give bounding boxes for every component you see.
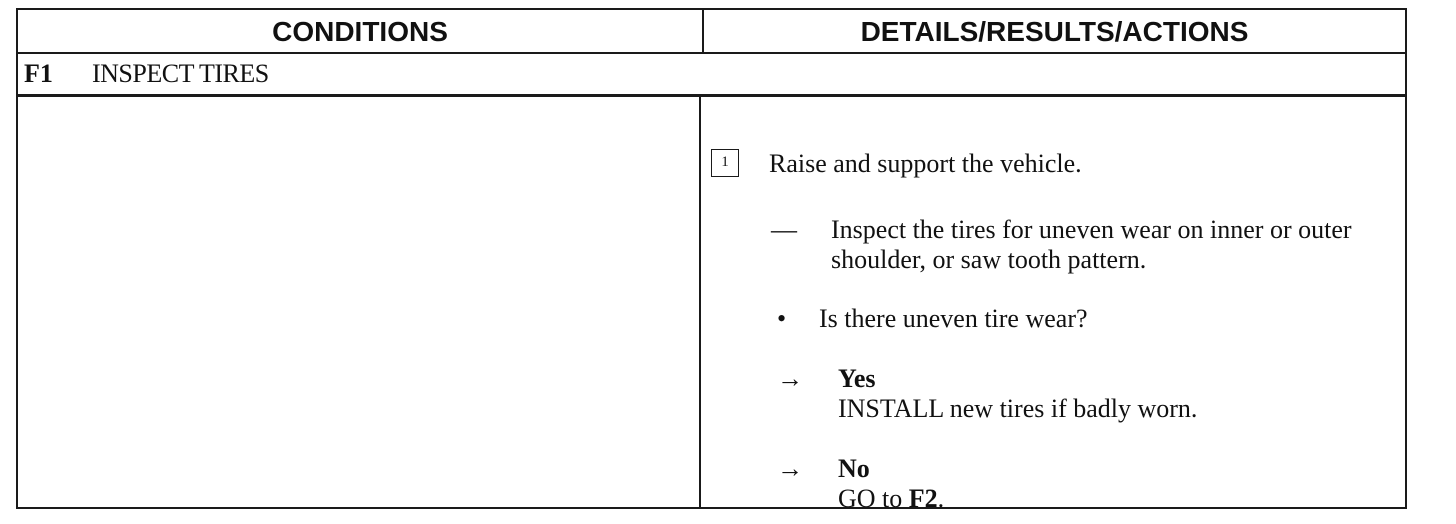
answer-no-action: GO to F2. bbox=[838, 484, 1378, 514]
answer-yes: Yes INSTALL new tires if badly worn. bbox=[838, 364, 1378, 424]
arrow-yes-icon: → bbox=[777, 364, 803, 393]
answer-no-label: No bbox=[838, 454, 870, 483]
section-name: INSPECT TIRES bbox=[92, 59, 269, 88]
section-title-row: F1 INSPECT TIRES bbox=[24, 54, 269, 94]
dash-marker: — bbox=[771, 215, 797, 244]
arrow-no-icon: → bbox=[777, 454, 803, 483]
conditions-header: CONDITIONS bbox=[272, 15, 448, 47]
body-column-divider bbox=[699, 96, 701, 507]
section-code: F1 bbox=[24, 59, 53, 88]
section-rule-upper bbox=[18, 94, 1405, 96]
answer-no-action-suffix: . bbox=[937, 484, 945, 513]
inspect-instruction: Inspect the tires for uneven wear on inn… bbox=[831, 215, 1352, 274]
answer-no: No GO to F2. bbox=[838, 454, 1378, 514]
section-rule-lower bbox=[18, 96, 1405, 97]
header-column-divider bbox=[702, 10, 704, 53]
details-column: 1 Raise and support the vehicle. — Inspe… bbox=[701, 97, 1405, 513]
answer-no-step-ref[interactable]: F2 bbox=[908, 484, 938, 513]
question-text: Is there uneven tire wear? bbox=[819, 304, 1088, 333]
answer-no-action-prefix: GO to bbox=[838, 484, 909, 513]
answer-yes-action: INSTALL new tires if badly worn. bbox=[838, 394, 1198, 423]
procedure-table: CONDITIONS DETAILS/RESULTS/ACTIONS F1 IN… bbox=[16, 8, 1407, 513]
bullet-marker: • bbox=[777, 304, 787, 333]
step-number-box: 1 bbox=[711, 149, 739, 177]
answer-yes-label: Yes bbox=[838, 364, 876, 393]
header-rule bbox=[18, 52, 1405, 54]
details-results-actions-header: DETAILS/RESULTS/ACTIONS bbox=[860, 15, 1249, 47]
step-text: Raise and support the vehicle. bbox=[769, 149, 1082, 178]
